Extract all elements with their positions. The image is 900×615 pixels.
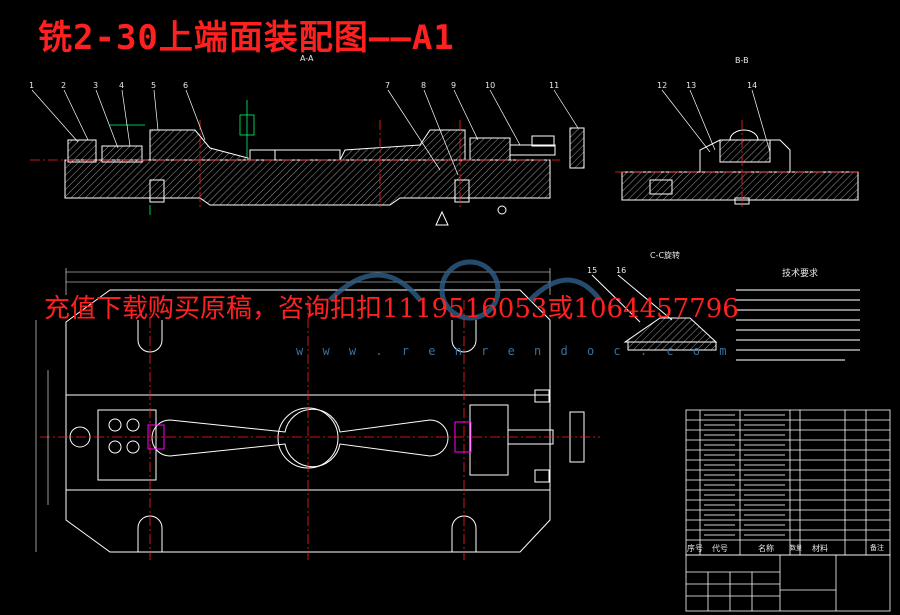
part-number: 5 [151,81,157,90]
plan-centerlines [40,300,600,560]
table-header-material: 材料 [812,544,828,553]
part-number: 14 [747,81,758,90]
watermark-url: w w w . r e n r e n d o c . c o m [296,344,733,358]
table-header-qty: 数量 [790,545,803,552]
part-number: 6 [183,81,189,90]
table-header-name: 名称 [758,544,774,553]
part-number: 13 [686,81,697,90]
part-number: 7 [385,81,391,90]
front-leaders [31,89,579,176]
view-label-a-a: A-A [300,54,314,63]
part-number: 3 [93,81,99,90]
parts-list-text [704,414,785,536]
parts-list-table [685,409,891,556]
table-header-note: 备注 [870,544,884,552]
part-number: 1 [29,81,35,90]
drawing-title: 铣2-30上端面装配图——A1 [38,18,455,58]
plan-view [65,289,585,553]
tech-requirements-text [736,289,860,361]
side-section-view [621,129,859,205]
view-label-b-b: B-B [735,56,749,65]
side-leaders [661,89,771,153]
part-number: 4 [119,81,125,90]
part-number: 2 [61,81,67,90]
part-number: 10 [485,81,496,90]
part-number: 16 [616,266,627,275]
part-number: 15 [587,266,598,275]
front-section-view [64,127,585,226]
title-block [685,554,891,612]
table-header-seq: 序号 [687,544,703,553]
plan-dimensions [35,268,551,552]
part-number: 8 [421,81,427,90]
view-label-c-c: C-C旋转 [650,251,681,260]
download-banner: 充值下载购买原稿，咨询扣扣1119516053或1064457796 [44,294,739,324]
c-c-detail [591,274,718,351]
part-number: 9 [451,81,457,90]
tech-requirements-title: 技术要求 [782,269,819,279]
table-header-code: 代号 [712,544,728,553]
front-centerlines [30,120,560,210]
front-dimensions [110,100,255,215]
part-number: 11 [549,81,560,90]
watermark-logo [328,259,602,321]
part-number: 12 [657,81,668,90]
